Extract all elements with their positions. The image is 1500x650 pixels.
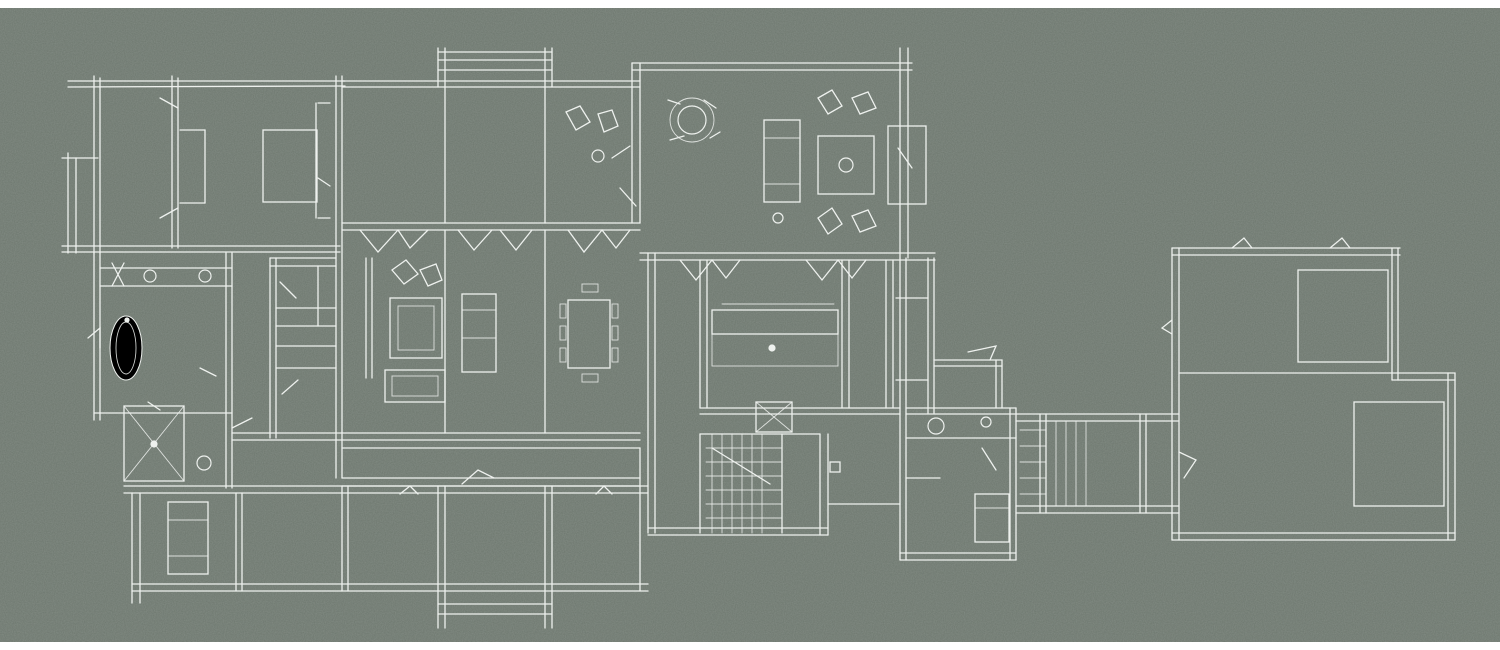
- floor-plan-drawing: [61, 47, 1456, 629]
- lower-porch: [123, 447, 649, 629]
- garage: [1160, 237, 1456, 541]
- sketch-paper: [0, 8, 1500, 642]
- top-porch: [565, 47, 927, 259]
- mudroom: [899, 257, 1017, 561]
- paper-texture: [0, 8, 1500, 642]
- living-furniture: [365, 257, 619, 403]
- kitchen: [639, 252, 936, 534]
- breezeway: [1015, 413, 1179, 514]
- left-hall: [231, 257, 641, 441]
- left-bath: [87, 252, 253, 489]
- center-stairs: [647, 433, 901, 536]
- floor-plan-sketch: [0, 8, 1500, 642]
- left-bedroom-walls: [61, 75, 346, 479]
